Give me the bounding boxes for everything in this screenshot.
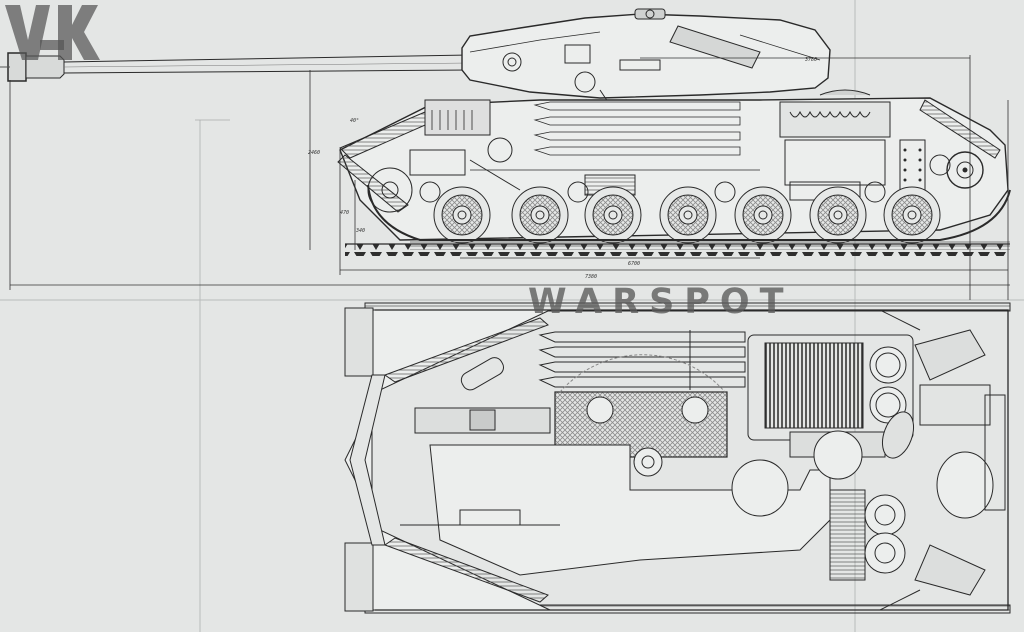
watermark-emblem-icon: [5, 5, 100, 60]
watermark-text: WARSPOT: [528, 282, 794, 322]
shell-stack-top: [538, 330, 746, 390]
dimension-label: 470: [340, 210, 350, 216]
road-wheels: [419, 181, 941, 244]
side-view: [0, 8, 1011, 256]
track: [345, 184, 1011, 256]
dimension-label: 3780: [805, 57, 818, 63]
gun-barrel: [0, 52, 471, 82]
dimension-lines: [9, 55, 1010, 300]
turret: [461, 8, 831, 121]
dimension-label: 40°: [350, 118, 360, 124]
shell-stack: [470, 101, 760, 171]
dimension-label: 6700: [628, 261, 641, 267]
top-view: [344, 302, 1011, 614]
engine: [779, 89, 926, 201]
dimension-label: 2460: [308, 150, 321, 156]
dimension-label: 340: [356, 228, 366, 234]
dimension-label: 7380: [585, 274, 598, 280]
